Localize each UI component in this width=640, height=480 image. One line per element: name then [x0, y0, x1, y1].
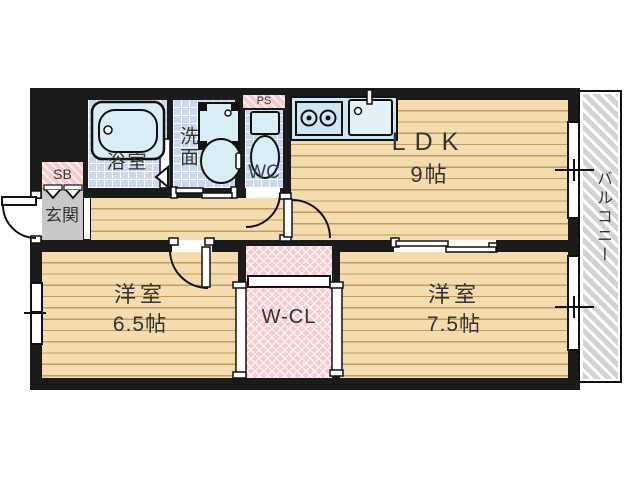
kitchen-counter-icon: [290, 89, 398, 141]
shoe-box-doors: [43, 184, 83, 200]
bathroom-label: 浴室: [106, 152, 149, 173]
pipe-space-label: PS: [256, 95, 272, 107]
wash-basin-icon: [200, 138, 242, 184]
pipe-space-area: [243, 95, 285, 108]
closet-left-door: [232, 281, 247, 379]
window-bedroom-left: [24, 282, 46, 345]
bedroom-right-label: 洋室 7.5帖: [340, 282, 568, 337]
entrance-door: [1, 190, 42, 244]
ldk-door: [279, 192, 331, 242]
bedroom-left-door: [168, 237, 215, 289]
bedroom-right-size: 7.5帖: [426, 313, 482, 337]
ldk-label: LDK 9帖: [291, 128, 568, 187]
walk-in-closet-label: W-CL: [261, 306, 317, 328]
entrance-floor: [42, 187, 83, 240]
bathroom-door: [154, 138, 171, 190]
entrance-step: [83, 197, 91, 240]
washroom-label: 洗面: [177, 126, 198, 168]
bedroom-right-name: 洋室: [427, 282, 480, 307]
toilet-label: WC: [248, 162, 280, 183]
entrance-label: 玄関: [45, 206, 79, 225]
balcony-area: [578, 90, 622, 383]
bedroom-left-label: 洋室 6.5帖: [42, 282, 238, 337]
toilet-door: [245, 188, 281, 228]
ldk-bedroom-sliding-door: [390, 237, 498, 253]
window-ldk-balcony: [555, 121, 594, 219]
balcony-floor-hatch: [583, 94, 618, 379]
washroom-sliding-door: [170, 186, 238, 199]
window-bedroom-right-balcony: [555, 255, 594, 351]
shoe-box-label: SB: [53, 166, 72, 182]
hallway-floor: [91, 198, 283, 240]
walk-in-closet-floor: [246, 246, 332, 378]
shoe-box-area: [42, 162, 83, 187]
bedroom-left-size: 6.5帖: [112, 313, 168, 337]
toilet-icon: [250, 111, 280, 179]
closet-shelf: [247, 275, 331, 288]
ldk-size: 9帖: [410, 161, 449, 187]
bedroom-right-floor: [340, 252, 568, 378]
balcony-label: バルコニー: [594, 170, 611, 265]
closet-right-door: [329, 281, 344, 377]
ldk-name: LDK: [391, 128, 468, 156]
bedroom-left-name: 洋室: [113, 282, 166, 307]
bathtub-icon: [90, 100, 166, 161]
